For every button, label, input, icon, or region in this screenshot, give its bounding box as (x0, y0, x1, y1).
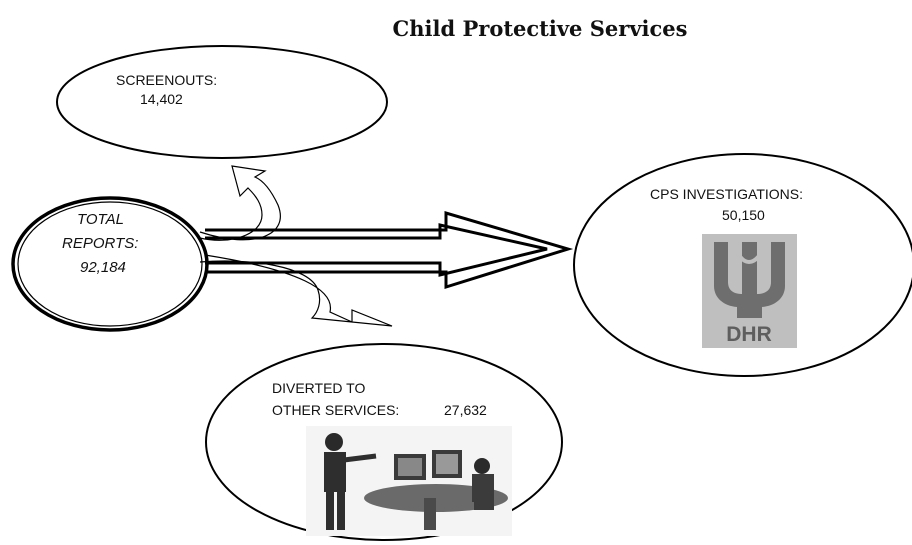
total-reports-label-1: TOTAL (77, 211, 124, 228)
diverted-label-1: DIVERTED TO (272, 380, 366, 396)
screenouts-label: SCREENOUTS: (116, 72, 218, 88)
total-reports-label-2: REPORTS: (62, 235, 139, 252)
screenouts-ellipse (56, 45, 388, 159)
office-meeting-photo (306, 426, 512, 536)
arrow-to-diverted (199, 254, 393, 327)
arrow-to-screenouts (199, 165, 281, 241)
total-reports-ellipse-inner (17, 201, 203, 327)
diverted-value: 27,632 (444, 402, 487, 418)
total-reports-value: 92,184 (80, 259, 126, 276)
page-title: Child Protective Services (392, 16, 688, 41)
investigations-label: CPS INVESTIGATIONS: (650, 186, 803, 202)
screenouts-value: 14,402 (140, 91, 183, 107)
investigations-value: 50,150 (722, 207, 765, 223)
dhr-logo-text: DHR (726, 323, 772, 346)
diverted-label-2: OTHER SERVICES: (272, 402, 400, 418)
arrow-to-investigations (205, 210, 574, 290)
dhr-logo-icon: DHR (702, 234, 797, 348)
